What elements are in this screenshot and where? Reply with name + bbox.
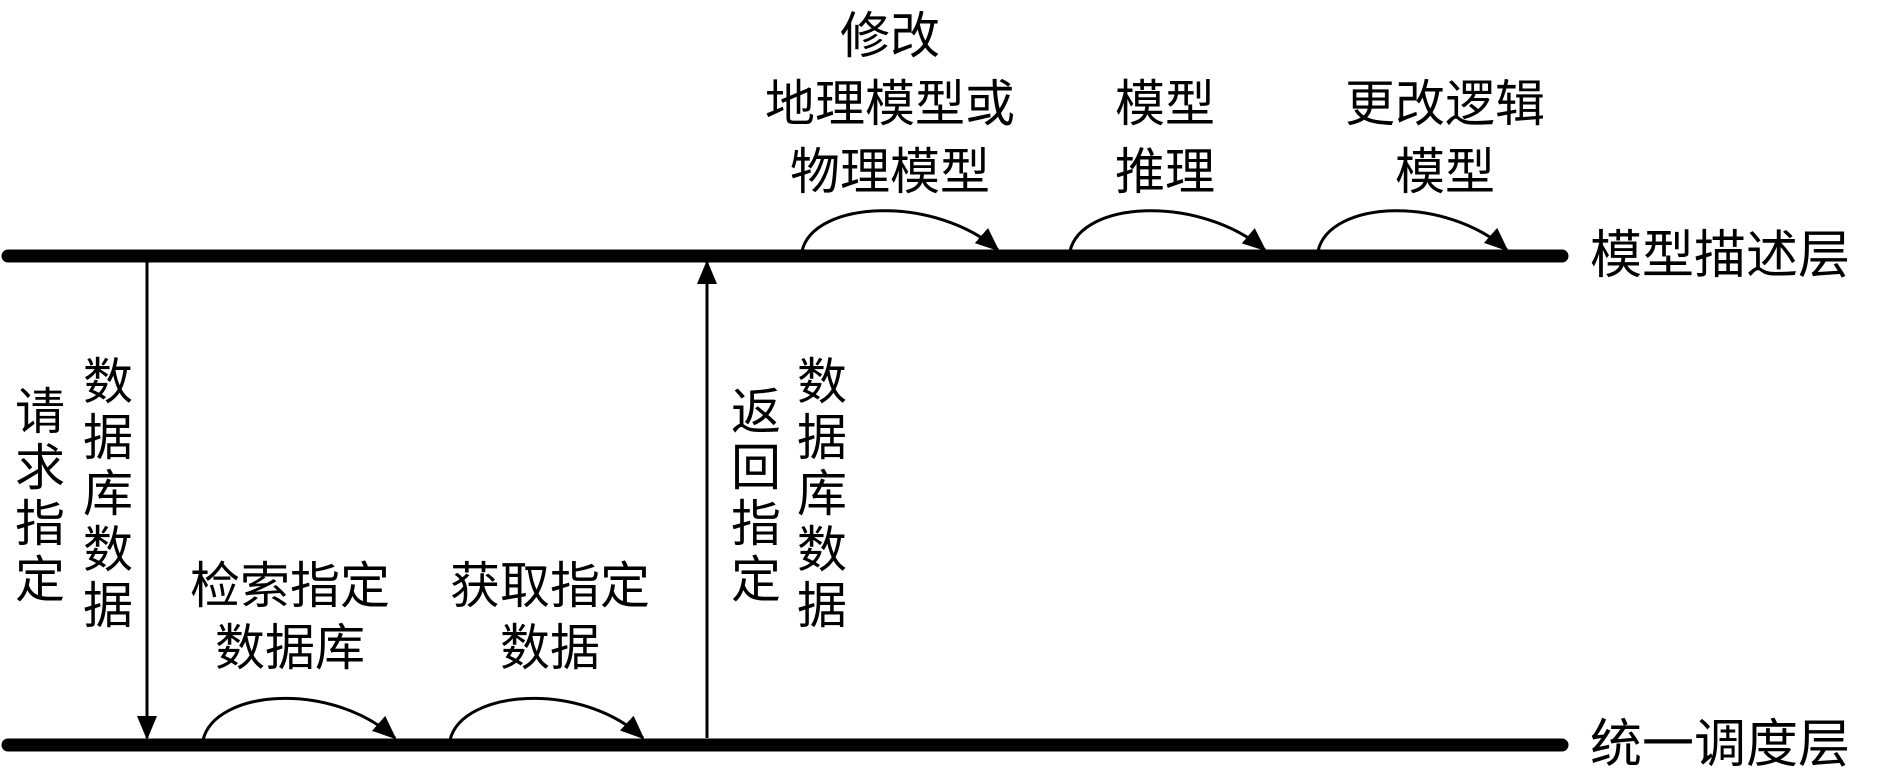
modify-model-curve-arrow	[800, 209, 1000, 252]
fetch-data-curve-arrow	[448, 697, 645, 741]
change-logic-line2: 模型	[1395, 143, 1495, 201]
request-db-data-label: 数据库数据	[75, 355, 133, 635]
fetch-data-line2: 数据	[500, 619, 600, 677]
model-inference-curve-arrow	[1068, 209, 1267, 252]
request-label: 请求指定	[7, 385, 65, 609]
modify-model-line1: 修改	[840, 7, 940, 65]
model-inference-label: 模型 推理	[1065, 70, 1265, 206]
modify-model-line3: 物理模型	[790, 143, 990, 201]
fetch-data-label: 获取指定 数据	[430, 555, 670, 679]
modify-model-line2: 地理模型或	[765, 75, 1015, 133]
model-description-layer-label: 模型描述层	[1590, 226, 1851, 286]
retrieve-db-label: 检索指定 数据库	[170, 555, 410, 679]
change-logic-line1: 更改逻辑	[1345, 75, 1545, 133]
change-logic-label: 更改逻辑 模型	[1325, 70, 1565, 206]
retrieve-db-line1: 检索指定	[190, 557, 390, 615]
modify-model-label: 修改 地理模型或 物理模型	[730, 2, 1050, 206]
retrieve-db-curve-arrow	[201, 697, 397, 741]
retrieve-db-line2: 数据库	[215, 619, 365, 677]
change-logic-curve-arrow	[1316, 209, 1509, 252]
unified-scheduling-layer-label: 统一调度层	[1590, 715, 1851, 774]
model-inference-line1: 模型	[1115, 75, 1215, 133]
fetch-data-line1: 获取指定	[450, 557, 650, 615]
return-label: 返回指定	[723, 385, 781, 609]
return-db-data-label: 数据库数据	[789, 355, 847, 635]
model-inference-line2: 推理	[1115, 143, 1215, 201]
